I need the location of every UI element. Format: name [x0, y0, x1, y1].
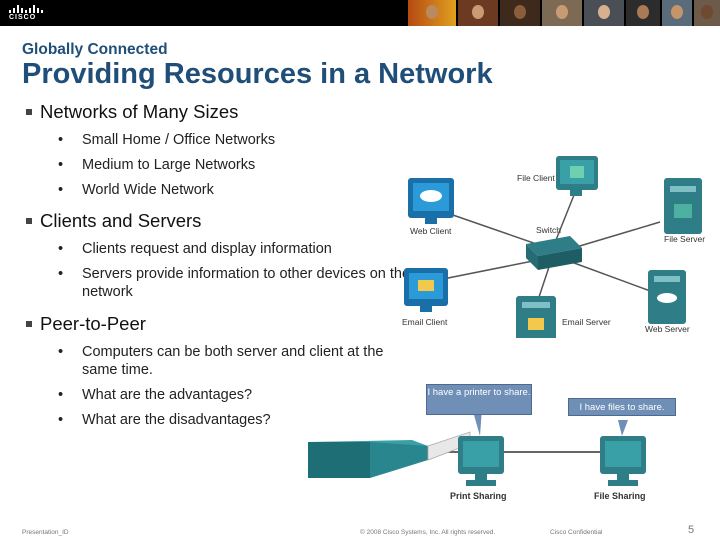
web-server-label: Web Server [645, 324, 690, 334]
banner-photo-strip [408, 0, 720, 26]
banner-photo [662, 0, 692, 26]
print-sharing-label: Print Sharing [450, 491, 507, 501]
print-sharing-computer-icon [458, 436, 504, 486]
web-client-icon [408, 178, 454, 224]
email-client-icon [404, 268, 448, 312]
bullet-heading: Networks of Many Sizes [26, 101, 238, 123]
web-client-label: Web Client [410, 226, 452, 236]
email-server-icon [516, 296, 556, 352]
logo-bars-icon [8, 4, 43, 13]
presentation-id: Presentation_ID [22, 529, 69, 536]
confidential-text: Cisco Confidential [550, 529, 603, 536]
banner-photo [542, 0, 582, 26]
page-number: 5 [688, 524, 695, 536]
square-bullet-icon [26, 321, 32, 327]
banner-photo [500, 0, 540, 26]
file-client-icon [556, 156, 598, 196]
file-sharing-computer-icon [600, 436, 646, 486]
banner-photo [458, 0, 498, 26]
file-client-label: File Client [517, 173, 555, 183]
email-server-label: Email Server [562, 317, 611, 327]
banner-photo [584, 0, 624, 26]
slide-subtitle: Globally Connected [22, 41, 168, 58]
file-server-label: File Server [664, 234, 706, 244]
slide-title: Providing Resources in a Network [22, 58, 493, 90]
copyright-text: © 2008 Cisco Systems, Inc. All rights re… [360, 529, 496, 536]
cisco-logo: CISCO [8, 4, 43, 22]
files-callout: I have files to share. [568, 398, 676, 416]
logo-text: CISCO [9, 14, 37, 21]
p2p-graphic [308, 408, 646, 486]
switch-label: Switch [536, 225, 562, 235]
square-bullet-icon [26, 109, 32, 115]
printer-callout: I have a printer to share. [426, 384, 532, 415]
bullet-heading: Peer-to-Peer [26, 313, 146, 335]
file-server-icon [664, 178, 702, 234]
network-diagram-graphic [404, 156, 702, 352]
peer-to-peer-diagram: I have a printer to share. I have files … [300, 380, 720, 510]
printer-icon [308, 431, 471, 478]
web-server-icon [648, 270, 686, 324]
switch-icon [526, 236, 582, 270]
banner-photo [626, 0, 660, 26]
file-sharing-label: File Sharing [594, 491, 646, 501]
email-client-label: Email Client [402, 317, 448, 327]
bullet-heading: Clients and Servers [26, 210, 201, 232]
banner-photo [694, 0, 720, 26]
top-banner: CISCO [0, 0, 720, 26]
client-server-diagram: File Client Web Client Switch File Serve… [398, 152, 720, 352]
banner-photo [408, 0, 456, 26]
network-links [427, 189, 661, 301]
square-bullet-icon [26, 218, 32, 224]
